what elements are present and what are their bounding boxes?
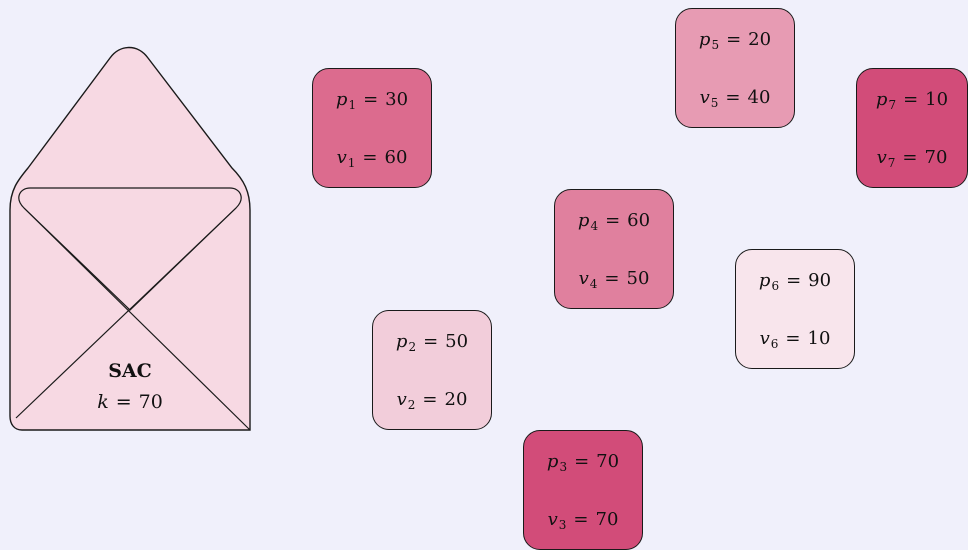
item-box-6: p6=90 v6=10 [735,249,855,369]
item-1-value: v1=60 [336,147,408,170]
item-box-4: p4=60 v4=50 [554,189,674,309]
item-box-5: p5=20 v5=40 [675,8,795,128]
item-6-price: p6=90 [758,270,832,293]
sac-capacity: k=70 [97,391,163,413]
item-2-price: p2=50 [395,331,469,354]
item-7-price: p7=10 [875,89,949,112]
item-3-value: v3=70 [547,509,619,532]
item-box-3: p3=70 v3=70 [523,430,643,550]
item-3-price: p3=70 [546,451,620,474]
item-6-value: v6=10 [759,328,831,351]
item-7-value: v7=70 [876,147,948,170]
item-box-7: p7=10 v7=70 [856,68,968,188]
envelope-fold-right [23,207,251,431]
item-1-price: p1=30 [335,89,409,112]
item-2-value: v2=20 [396,389,468,412]
item-5-price: p5=20 [698,29,772,52]
capacity-value: 70 [138,391,163,413]
item-4-value: v4=50 [578,268,650,291]
envelope-body [9,46,251,431]
item-box-2: p2=50 v2=20 [372,310,492,430]
item-5-value: v5=40 [699,87,771,110]
item-box-1: p1=30 v1=60 [312,68,432,188]
sac-title: SAC [108,360,152,382]
sac-envelope [9,46,251,431]
item-4-price: p4=60 [577,210,651,233]
envelope-fold-left [15,207,237,419]
capacity-variable: k [97,391,109,413]
